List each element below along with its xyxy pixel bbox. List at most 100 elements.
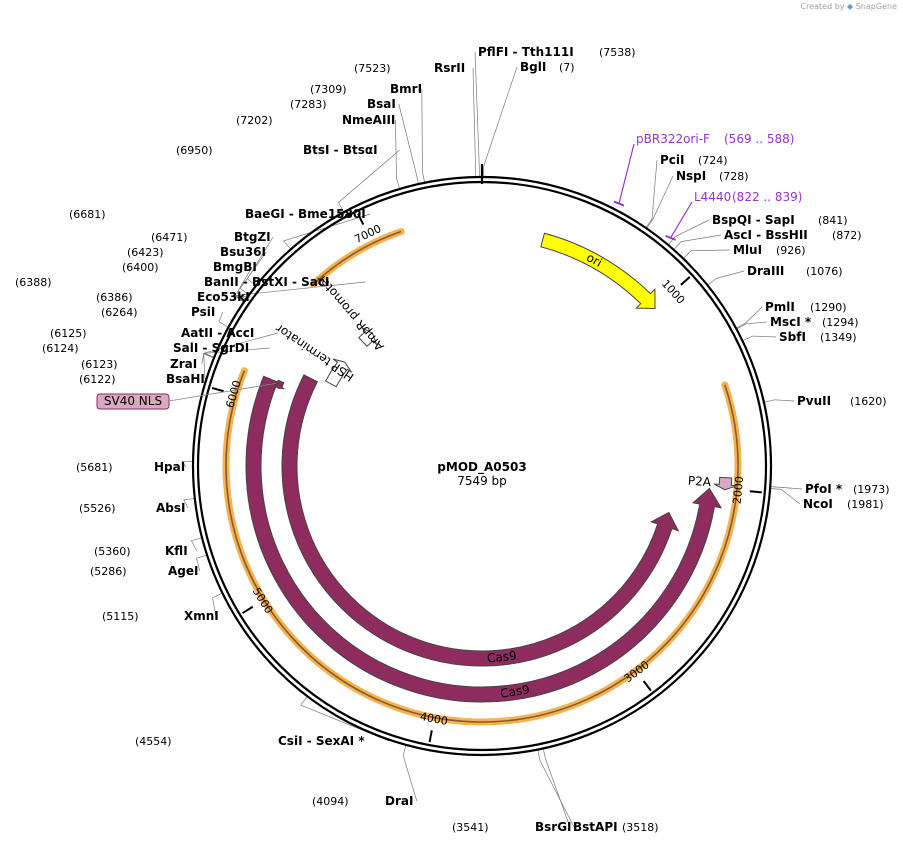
site-name[interactable]: BglI [520,60,546,74]
site-position: (1290) [810,301,847,314]
site-leader [646,175,674,229]
site-name[interactable]: PvuII [797,394,831,408]
site-position: (1981) [847,498,884,511]
site-name[interactable]: BaeGI - Bme1580I [245,207,366,221]
site-leader [472,67,477,178]
site-name[interactable]: AatII - AccI [181,326,254,340]
primer-range: (822 .. 839) [732,190,802,204]
plasmid-name: pMOD_A0503 [437,460,526,475]
site-name[interactable]: KflI [165,544,188,558]
site-name[interactable]: XmnI [184,609,219,623]
site-position: (4094) [312,795,349,808]
site-name[interactable]: BspQI - SapI [712,213,795,227]
restriction-sites: PflFI - Tth111I(7538)BglI(7)PciI(724)Nsp… [15,45,890,834]
site-leader [707,270,745,286]
site-name[interactable]: PmlI [765,300,795,314]
site-name[interactable]: BsrGI [535,820,572,834]
site-name[interactable]: AbsI [156,501,185,515]
site-position: (1349) [820,331,857,344]
site-leader [190,537,203,552]
site-name[interactable]: SbfI [779,330,806,344]
feature-label-p2a: P2A [687,474,712,490]
site-position: (5360) [94,545,131,558]
site-name[interactable]: Eco53kI [197,290,250,304]
site-leader [667,219,710,246]
site-name[interactable]: BsaHI [166,372,205,386]
site-leader [398,103,419,185]
site-leader [763,399,795,403]
site-leader [212,592,223,617]
site-name[interactable]: PsiI [191,305,215,319]
site-position: (6423) [127,246,164,259]
site-name[interactable]: MscI * [770,315,812,329]
site-leader [234,281,366,303]
site-name[interactable]: DraI [385,794,413,808]
site-position: (6681) [69,208,106,221]
site-position: (841) [818,214,848,227]
tick-label: 2000 [731,476,747,505]
site-name[interactable]: BtgZI [234,230,271,244]
site-name[interactable]: BstAPI [573,820,618,834]
feature-label-ori: ori [584,250,604,270]
tick-label: 6000 [224,379,244,410]
site-position: (3518) [622,821,659,834]
primer-name[interactable]: pBR322ori-F [636,132,710,146]
site-leader [683,249,731,259]
site-leader [202,332,278,358]
site-position: (872) [832,229,862,242]
site-position: (926) [776,244,806,257]
site-position: (3541) [452,821,489,834]
site-leader [742,335,777,342]
site-leader [233,295,251,303]
site-name[interactable]: PciI [660,153,685,167]
site-name[interactable]: NspI [676,169,706,183]
site-name[interactable]: AscI - BssHII [724,228,808,242]
feature-arrow-ampr-promoter[interactable] [358,327,378,347]
site-leader [183,498,195,509]
site-leader [537,749,575,828]
site-position: (6400) [122,261,159,274]
site-position: (724) [698,154,728,167]
site-position: (7309) [310,83,347,96]
feature-arrow-hsp-terminator[interactable] [324,358,352,388]
site-leader [736,321,768,330]
tick-mark [242,605,254,614]
site-name[interactable]: PflFI - Tth111I [478,45,574,59]
site-name[interactable]: Bsu36I [220,245,266,259]
feature-arrow-ori[interactable] [540,232,656,309]
orange-arc-core [312,230,402,285]
site-name[interactable]: BsaI [367,97,396,111]
site-name[interactable]: BanII - BstXI - SacI [204,275,329,289]
site-name[interactable]: PfoI * [805,482,843,496]
site-name[interactable]: DraIII [747,264,784,278]
orange-arc-core [225,370,739,723]
sv40-nls-badge-box [96,393,170,410]
site-name[interactable]: CsiI - SexAI * [278,734,365,748]
site-position: (5115) [102,610,139,623]
site-name[interactable]: AgeI [168,564,198,578]
site-position: (6124) [42,342,79,355]
site-leader [181,460,194,468]
site-position: (6125) [50,327,87,340]
site-name[interactable]: BmgBI [213,260,257,274]
site-name[interactable]: BmrI [390,82,422,96]
feature-arrow-sv40-nls[interactable] [273,379,285,390]
site-name[interactable]: BtsI - BtsαI [303,143,378,157]
primer-name[interactable]: L4440 [694,190,731,204]
site-name[interactable]: SalI - SgrDI [173,341,249,355]
primers: pBR322ori-F(569 .. 588)L4440(822 .. 839) [613,132,802,241]
tick-mark [357,213,365,226]
feature-label-cas9: Cas9 [499,683,530,701]
feature-arrow-p2a[interactable] [713,476,737,491]
site-position: (7) [559,61,575,74]
site-position: (6471) [151,231,188,244]
site-name[interactable]: NcoI [803,497,833,511]
site-name[interactable]: RsrII [434,61,465,75]
site-name[interactable]: MluI [733,243,762,257]
feature-arrow-cas9[interactable] [281,374,680,667]
site-name[interactable]: ZraI [170,357,197,371]
site-name[interactable]: NmeAIII [342,113,395,127]
snapgene-logo-icon: ◆ [847,2,854,11]
site-position: (728) [719,170,749,183]
site-name[interactable]: HpaI [154,460,185,474]
